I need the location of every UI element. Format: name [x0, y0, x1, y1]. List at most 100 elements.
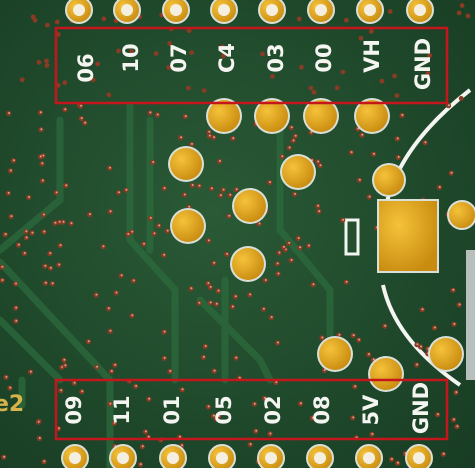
via-hole-233 [8, 112, 11, 114]
via-hole-103 [17, 243, 20, 246]
via-hole-104 [87, 340, 90, 343]
via-hole-136 [131, 314, 134, 317]
via-hole-35 [350, 151, 353, 154]
via-hole-231 [9, 169, 12, 172]
via-top-51 [54, 19, 60, 25]
via-hole-219 [44, 264, 47, 267]
via-hole-167 [453, 418, 455, 421]
via-hole-237 [44, 281, 47, 284]
via-top-35 [311, 89, 317, 95]
via-hole-252 [447, 104, 450, 107]
top-pin-label-3: C4 [215, 43, 239, 73]
bottom-pin-label-0: 09 [62, 395, 86, 424]
via-top-17 [189, 50, 195, 55]
via-hole-166 [204, 345, 207, 347]
via-top-28 [186, 85, 191, 91]
via-hole-215 [181, 388, 184, 391]
via-top-55 [167, 41, 173, 46]
bottom-pin-label-6: 5V [359, 394, 383, 426]
via-hole-5 [135, 384, 138, 387]
via-hole-207 [9, 386, 12, 389]
via-hole-47 [43, 460, 46, 463]
via-top-21 [30, 14, 36, 20]
via-hole-7 [235, 188, 238, 191]
via-hole-81 [57, 427, 60, 430]
via-hole-10 [84, 121, 87, 124]
via-hole-63 [109, 210, 112, 213]
via-hole-152 [25, 230, 28, 233]
bottom-hole-center-5 [314, 452, 326, 464]
via-hole-184 [39, 155, 42, 158]
via-hole-117 [424, 141, 427, 144]
top-hole-center-7 [414, 4, 426, 16]
via-hole-235 [288, 146, 291, 149]
via-top-2 [19, 77, 25, 83]
via-hole-135 [372, 358, 375, 361]
via-top-31 [44, 63, 50, 68]
via-top-42 [344, 17, 349, 23]
bottom-hole-center-0 [69, 452, 81, 464]
via-top-39 [379, 78, 385, 84]
via-hole-198 [368, 353, 370, 356]
via-hole-114 [156, 113, 159, 116]
via-hole-68 [226, 252, 229, 255]
via-hole-186 [54, 221, 57, 224]
bottom-header-holes [61, 444, 433, 468]
via-hole-52 [12, 159, 15, 162]
bottom-pin-label-2: 01 [160, 395, 184, 424]
via-hole-210 [455, 391, 458, 394]
via-top-57 [101, 16, 107, 22]
via-top-36 [45, 22, 50, 28]
via-hole-111 [41, 162, 44, 165]
via-hole-255 [358, 178, 361, 181]
top-pin-label-4: 03 [264, 43, 288, 72]
via-hole-101 [149, 111, 152, 114]
via-hole-4 [278, 251, 281, 254]
pad-9 [232, 248, 264, 280]
via-hole-132 [131, 230, 134, 233]
via-hole-100 [95, 293, 98, 296]
via-hole-23 [222, 188, 225, 191]
via-hole-69 [5, 375, 8, 378]
via-hole-205 [15, 282, 17, 285]
via-top-26 [270, 74, 275, 79]
via-top-58 [456, 10, 462, 16]
via-top-25 [166, 65, 172, 70]
via-top-20 [116, 48, 121, 54]
via-hole-139 [158, 224, 161, 227]
via-hole-2 [209, 285, 212, 288]
via-hole-54 [311, 416, 314, 419]
via-hole-123 [163, 187, 166, 189]
via-hole-217 [270, 316, 273, 319]
via-hole-34 [125, 188, 128, 191]
top-pin-label-7: GND [411, 38, 435, 90]
via-hole-218 [163, 330, 166, 333]
via-hole-125 [109, 329, 112, 332]
via-hole-202 [188, 205, 191, 208]
bottom-hole-center-3 [216, 452, 228, 464]
via-hole-234 [107, 307, 110, 310]
via-hole-193 [368, 195, 371, 198]
via-hole-93 [354, 385, 357, 388]
via-top-19 [427, 53, 433, 58]
via-hole-57 [39, 111, 42, 114]
via-hole-225 [114, 363, 117, 366]
via-hole-195 [217, 415, 220, 418]
via-hole-12 [58, 263, 61, 266]
via-hole-179 [58, 220, 61, 223]
via-hole-141 [59, 244, 62, 247]
via-top-1 [322, 59, 328, 64]
pad-12 [430, 338, 462, 370]
via-hole-46 [276, 262, 279, 265]
via-hole-149 [208, 134, 211, 137]
top-header-highlight [54, 26, 449, 105]
via-top-22 [299, 64, 304, 70]
via-hole-77 [15, 319, 18, 322]
pad-4 [170, 148, 202, 180]
via-hole-146 [179, 435, 181, 438]
via-hole-33 [213, 261, 216, 264]
pad-10 [319, 338, 351, 370]
via-hole-226 [299, 246, 302, 249]
via-top-13 [44, 58, 49, 64]
via-hole-55 [109, 402, 112, 405]
